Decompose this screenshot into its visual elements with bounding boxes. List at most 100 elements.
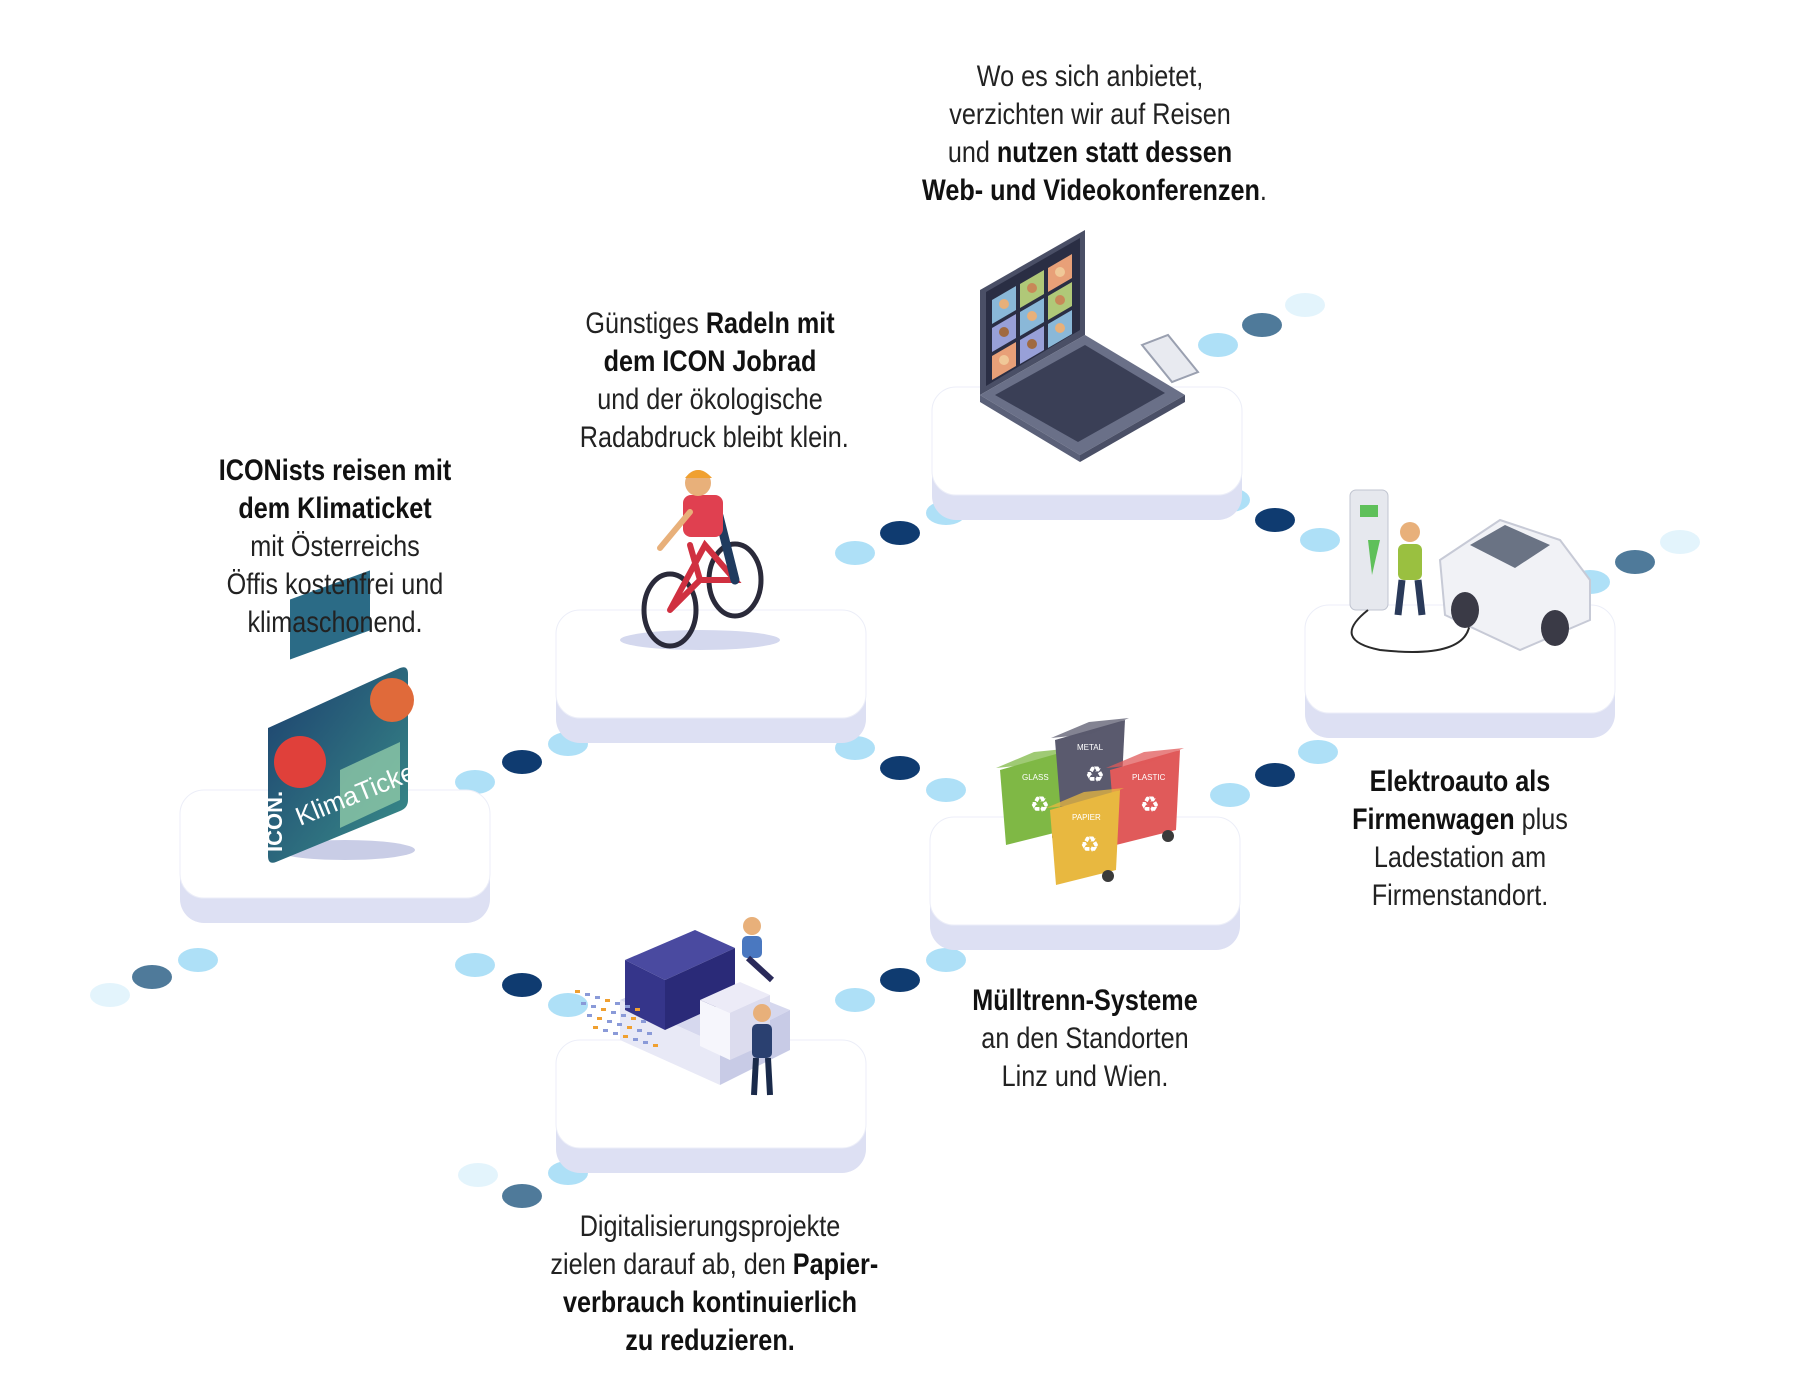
connector-dot (926, 948, 966, 972)
data-bit (647, 1032, 652, 1035)
caption-bold-text: verbrauch kontinuierlich (562, 1286, 858, 1319)
caption-line: mit Österreichs (213, 528, 457, 566)
video-participant (992, 314, 1016, 352)
server-icon (575, 930, 790, 1085)
connector-dot (880, 756, 920, 780)
caption-line: Radabdruck bleibt klein. (580, 419, 849, 457)
caption-bold-text: dem Klimaticket (238, 492, 432, 525)
caption-text: Öffis kostenfrei und (226, 568, 444, 601)
caption-line: Web- und Videokonferenzen. (922, 172, 1267, 210)
caption-line: zielen darauf ab, den Papier- (550, 1246, 878, 1284)
data-bit (581, 1002, 586, 1005)
data-bit (595, 996, 600, 999)
connector-dot (178, 948, 218, 972)
caption-bold-text: zu reduzieren. (625, 1324, 795, 1357)
connector-dot (926, 778, 966, 802)
caption-text: und (947, 136, 997, 169)
caption-bold-text: Firmenwagen (1352, 803, 1515, 836)
caption-text: Firmenstandort. (1371, 879, 1549, 912)
data-bit (653, 1044, 658, 1047)
connector-dot (835, 988, 875, 1012)
bin-label: PLASTIC (1132, 773, 1166, 782)
caption-bold-text: ICONists reisen mit (218, 454, 452, 487)
caption-line: klimaschonend. (213, 604, 457, 642)
recycling-bin: ♻ PAPIER (1046, 788, 1124, 885)
recycle-icon: ♻ (1140, 793, 1160, 818)
caption-bold-text: Papier- (792, 1248, 879, 1281)
connector-dot (1242, 313, 1282, 337)
caption-line: Günstiges Radeln mit (580, 305, 840, 343)
connector-dot (1300, 528, 1340, 552)
caption-text: Radabdruck bleibt klein. (579, 421, 849, 454)
data-bit (611, 1011, 616, 1014)
train-ticket-icon: KlimaTicket ICON. (262, 570, 427, 863)
caption-line: an den Standorten (955, 1020, 1215, 1058)
connector-dot (90, 983, 130, 1007)
data-bit (607, 1020, 612, 1023)
caption-bold-text: dem ICON Jobrad (603, 345, 817, 378)
connector-dot (502, 973, 542, 997)
caption-line: zu reduzieren. (550, 1322, 869, 1360)
data-bit (637, 1029, 642, 1032)
connector-dot (835, 541, 875, 565)
video-participant (1048, 282, 1072, 320)
caption-line: und der ökologische (580, 381, 840, 419)
recycle-icon: ♻ (1080, 833, 1100, 858)
recycle-icon: ♻ (1030, 793, 1050, 818)
caption-text: zielen darauf ab, den (550, 1248, 793, 1281)
caption-text: Digitalisierungsprojekte (579, 1210, 841, 1243)
caption-bold-text: nutzen statt dessen (996, 136, 1233, 169)
video-participant (992, 342, 1016, 380)
data-bit (585, 993, 590, 996)
caption-line: Linz und Wien. (955, 1058, 1215, 1096)
data-bit (597, 1017, 602, 1020)
connector-dot (1285, 293, 1325, 317)
data-bit (591, 1005, 596, 1008)
data-bit (643, 1041, 648, 1044)
video-participant (1048, 254, 1072, 292)
recycle-icon: ♻ (1085, 763, 1105, 788)
data-bit (633, 1038, 638, 1041)
car-icon (1438, 518, 1591, 652)
platform-jobrad (555, 609, 867, 743)
connector-dot (1615, 550, 1655, 574)
connector-dot (1198, 333, 1238, 357)
laptop-icon (980, 230, 1185, 462)
data-bit (621, 1014, 626, 1017)
data-bit (625, 1005, 630, 1008)
caption-text: an den Standorten (981, 1022, 1189, 1055)
caption-text: Wo es sich anbietet, (976, 60, 1204, 93)
caption-line: und nutzen statt dessen (922, 134, 1258, 172)
caption-line: Ladestation am (1334, 839, 1586, 877)
connector-dot (455, 770, 495, 794)
video-participant (1048, 310, 1072, 348)
ev-charger-icon (1349, 489, 1471, 653)
caption-line: Elektroauto als (1334, 763, 1586, 801)
caption-line: Firmenstandort. (1334, 877, 1586, 915)
connector-dot (132, 965, 172, 989)
data-bit (615, 1002, 620, 1005)
connector-dot (1255, 508, 1295, 532)
bin-label: PAPIER (1072, 813, 1101, 822)
caption-line: verzichten wir auf Reisen (922, 96, 1258, 134)
video-participant (1020, 326, 1044, 364)
data-bit (593, 1026, 598, 1029)
caption-line: dem Klimaticket (213, 490, 457, 528)
connector-dot (1210, 783, 1250, 807)
connector-dot (502, 1184, 542, 1208)
video-participant (1020, 298, 1044, 336)
caption-text: Linz und Wien. (1001, 1060, 1169, 1093)
data-bit (635, 1008, 640, 1011)
caption-line: Digitalisierungsprojekte (550, 1208, 869, 1246)
bin-label: METAL (1077, 743, 1104, 752)
caption-bold-text: Mülltrenn-Systeme (972, 984, 1198, 1017)
connector-dot (1298, 740, 1338, 764)
caption-line: verbrauch kontinuierlich (550, 1284, 869, 1322)
data-bit (617, 1023, 622, 1026)
connector-dot (548, 993, 588, 1017)
caption-text: . (1259, 174, 1267, 207)
